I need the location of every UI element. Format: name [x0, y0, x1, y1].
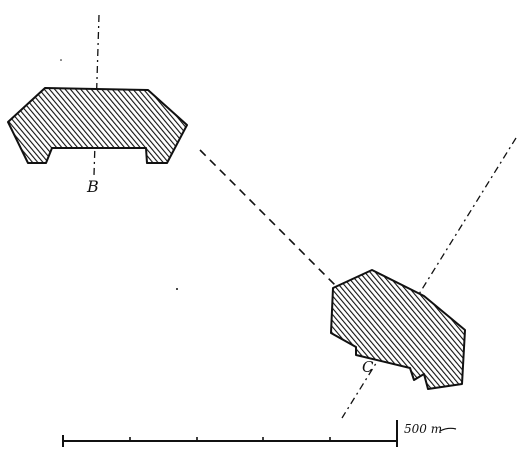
building-c	[330, 269, 466, 390]
building-b	[7, 87, 188, 164]
label-c: C	[362, 358, 374, 376]
print-speck	[176, 288, 178, 290]
scale-bar: 500 m	[62, 420, 457, 447]
scale-label-flourish	[439, 427, 457, 432]
label-b: B	[86, 177, 99, 196]
axis-line-c	[341, 137, 517, 419]
scale-label: 500 m	[404, 422, 442, 436]
connecting-dashed-line	[199, 149, 339, 289]
print-speck	[60, 59, 62, 61]
